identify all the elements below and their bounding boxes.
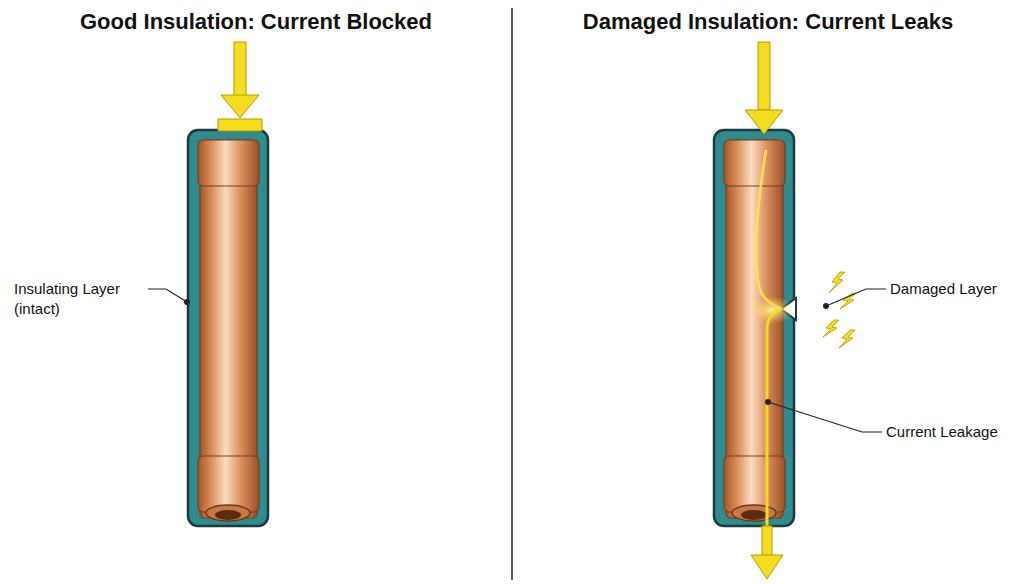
part-label: Damaged Layer (890, 279, 1020, 299)
panel-heading: Good Insulation: Current Blocked (6, 8, 506, 37)
intact-conductor (188, 130, 268, 526)
part-label: Current Leakage (886, 422, 1022, 442)
leader-line (765, 399, 882, 432)
part-label: Insulating Layer (intact) (14, 279, 146, 318)
damaged-conductor (714, 130, 796, 526)
panel-heading: Damaged Insulation: Current Leaks (518, 8, 1018, 37)
leader-line (823, 289, 886, 309)
divider-line (511, 8, 513, 580)
leakage-current-path (745, 42, 783, 579)
leader-line (148, 289, 190, 305)
blocked-current-arrow (218, 42, 262, 131)
spark-symbol (823, 272, 856, 348)
